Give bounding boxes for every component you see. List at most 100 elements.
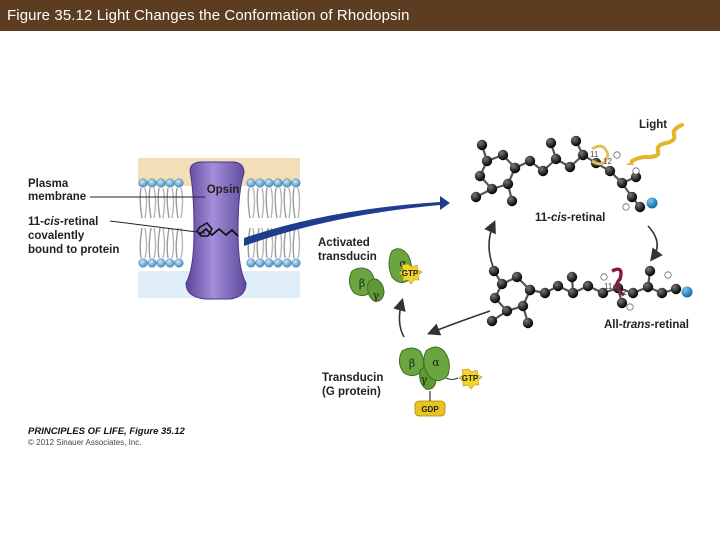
lipid-tail xyxy=(292,187,296,219)
retinal-leader xyxy=(109,220,206,234)
hydrogen-atom xyxy=(613,151,621,159)
retinal-bound-label-line2: covalently xyxy=(28,230,85,242)
trans-retinal-molecule: 11 12 xyxy=(486,265,693,329)
nitrogen-atom xyxy=(646,197,658,209)
carbon-atom xyxy=(644,265,656,277)
carbon-atom xyxy=(570,135,582,147)
lipid-tail xyxy=(175,187,179,219)
cis-retinal-molecule: 11 12 xyxy=(470,135,658,213)
activated-gamma-subunit xyxy=(367,278,385,302)
hydrogen-atom xyxy=(622,203,630,211)
lipid-tail xyxy=(279,187,283,219)
carbon-atom xyxy=(564,161,576,173)
lipid-tail xyxy=(261,187,265,219)
carbon-atom xyxy=(489,292,501,304)
carbon-atom xyxy=(524,284,536,296)
lipid-tail xyxy=(288,227,292,259)
lipid-head xyxy=(291,258,301,268)
lipid-head xyxy=(282,258,292,268)
lipid-tail xyxy=(247,187,251,219)
transducin-label-line1: Transducin xyxy=(322,372,383,384)
gdp-label: GDP xyxy=(421,405,439,414)
cis-retinal-label: 11-cis-retinal xyxy=(535,212,605,224)
carbon-atom xyxy=(506,195,518,207)
trans-carbon-12: 12 xyxy=(618,288,627,297)
carbon-atom xyxy=(642,281,654,293)
carbon-atom xyxy=(670,283,682,295)
carbon-atom xyxy=(501,305,513,317)
lipid-tail xyxy=(256,187,260,219)
lipid-tail xyxy=(166,227,170,259)
plasma-membrane-label-line2: membrane xyxy=(28,191,86,203)
carbon-atom xyxy=(502,178,514,190)
inactive-transducin: β α γ GDP GTP xyxy=(398,346,483,417)
opsin-protein: Opsin xyxy=(185,161,247,300)
lipid-tail xyxy=(180,187,184,219)
trans-to-transducin-arrow xyxy=(427,310,491,336)
hydrogen-atom xyxy=(626,303,634,311)
activated-transducin: α β γ GTP xyxy=(348,248,423,302)
carbon-atom xyxy=(604,165,616,177)
trans-retinal-label: All-trans-retinal xyxy=(604,319,689,331)
lipid-head xyxy=(165,258,175,268)
carbon-atom xyxy=(486,315,498,327)
trans-bond-highlight xyxy=(611,267,626,297)
lipid-tail xyxy=(274,187,278,219)
activated-alpha-symbol: α xyxy=(399,257,407,270)
gtp-exchange-arrow xyxy=(445,377,459,380)
lipid-head xyxy=(156,258,166,268)
lipid-tail xyxy=(297,187,301,219)
incoming-gtp-badge xyxy=(458,368,483,390)
lipid-tail xyxy=(247,227,251,259)
lipid-tail xyxy=(265,187,269,219)
light-wave xyxy=(630,123,684,163)
carbon-atom xyxy=(566,271,578,283)
lipid-tail xyxy=(175,227,179,259)
carbon-atom xyxy=(474,170,486,182)
lipid-tail xyxy=(148,227,152,259)
transducin-label-line2: (G protein) xyxy=(322,386,381,398)
activated-transducin-label-line1: Activated xyxy=(318,237,370,249)
lipid-tail xyxy=(292,227,296,259)
activation-arrow xyxy=(393,297,406,338)
light-arrowhead xyxy=(626,161,634,165)
carbon-atom xyxy=(511,271,523,283)
carbon-atom xyxy=(486,183,498,195)
lipid-head xyxy=(273,178,283,188)
carbon-atom xyxy=(470,191,482,203)
opsin-label: Opsin xyxy=(207,184,240,196)
cis-to-trans-arrow xyxy=(647,225,663,262)
lipid-head xyxy=(174,178,184,188)
lipid-tail xyxy=(171,227,175,259)
carbon-atom xyxy=(597,287,609,299)
lipid-head xyxy=(291,178,301,188)
carbon-atom xyxy=(545,137,557,149)
activated-gtp-label: GTP xyxy=(402,269,419,278)
carbon-atom xyxy=(616,177,628,189)
lipid-tail xyxy=(157,227,161,259)
caption-source: PRINCIPLES OF LIFE, Figure 35.12 xyxy=(28,426,185,437)
carbon-atom xyxy=(509,162,521,174)
carbon-atom xyxy=(497,149,509,161)
title-bar: Figure 35.12 Light Changes the Conformat… xyxy=(0,0,720,31)
beta-symbol: β xyxy=(409,357,415,370)
caption-copyright: © 2012 Sinauer Associates, Inc. xyxy=(28,438,142,447)
carbon-atom xyxy=(552,280,564,292)
carbon-atom xyxy=(630,171,642,183)
lipid-tail xyxy=(139,187,143,219)
lipid-tail xyxy=(270,187,274,219)
lipid-tail xyxy=(157,187,161,219)
carbon-atom xyxy=(524,155,536,167)
retinal-bound-label-line1: 11-cis-retinal xyxy=(28,216,98,228)
carbon-atom xyxy=(481,155,493,167)
carbon-atom xyxy=(627,287,639,299)
lipid-tail xyxy=(144,187,148,219)
hydrogen-atom xyxy=(664,271,672,279)
alpha-symbol: α xyxy=(432,356,440,369)
lipid-head xyxy=(264,178,274,188)
plasma-membrane-label-line1: Plasma xyxy=(28,178,69,190)
hydrogen-atom xyxy=(600,273,608,281)
carbon-atom xyxy=(550,153,562,165)
lipid-tail xyxy=(166,187,170,219)
trans-to-cis-arrow xyxy=(484,220,496,270)
